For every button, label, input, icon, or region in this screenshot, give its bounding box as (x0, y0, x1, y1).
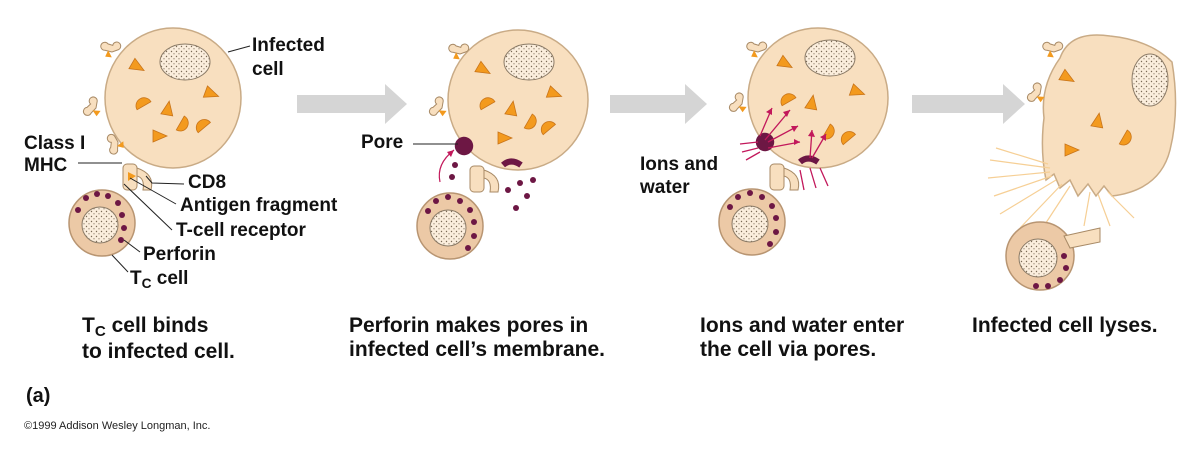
label-tc-cell: TC cell (130, 268, 189, 291)
label-infected-cell-line1: Infected (252, 35, 325, 56)
step3-tc-cell (718, 188, 786, 256)
label-ions-line2: water (640, 177, 690, 198)
caption-step4: Infected cell lyses. (972, 314, 1158, 337)
step2-tc-cell (416, 149, 536, 260)
caption-step1: TC cell binds to infected cell. (82, 314, 235, 363)
copyright-notice: ©1999 Addison Wesley Longman, Inc. (24, 420, 211, 432)
label-pore: Pore (361, 132, 404, 153)
step2-infected-cell (428, 29, 589, 193)
label-class-i-line1: Class I (24, 133, 86, 154)
label-infected-cell-line2: cell (252, 59, 284, 80)
step-arrow-3 (912, 84, 1025, 124)
step1-leader-lines (78, 45, 251, 273)
label-class-i-line2: MHC (24, 155, 68, 176)
label-tcell-receptor: T-cell receptor (176, 220, 306, 241)
nucleus (159, 43, 211, 81)
label-cd8: CD8 (188, 172, 227, 193)
label-perforin: Perforin (143, 244, 216, 265)
label-ions-line1: Ions and (640, 154, 719, 175)
step-arrow-1 (297, 84, 407, 124)
panel-letter: (a) (26, 385, 51, 407)
label-antigen-fragment: Antigen fragment (180, 195, 338, 216)
caption-step2: Perforin makes pores in infected cell’s … (349, 314, 605, 361)
step4-lysing-cell (987, 34, 1177, 233)
step1-tc-cell (68, 189, 136, 257)
step1-infected-cell (82, 27, 242, 191)
caption-step3: Ions and water enter the cell via pores. (700, 314, 905, 361)
step4-tc-cell (1005, 221, 1101, 291)
step3-infected-cell (728, 27, 889, 191)
step-arrow-2 (610, 84, 707, 124)
